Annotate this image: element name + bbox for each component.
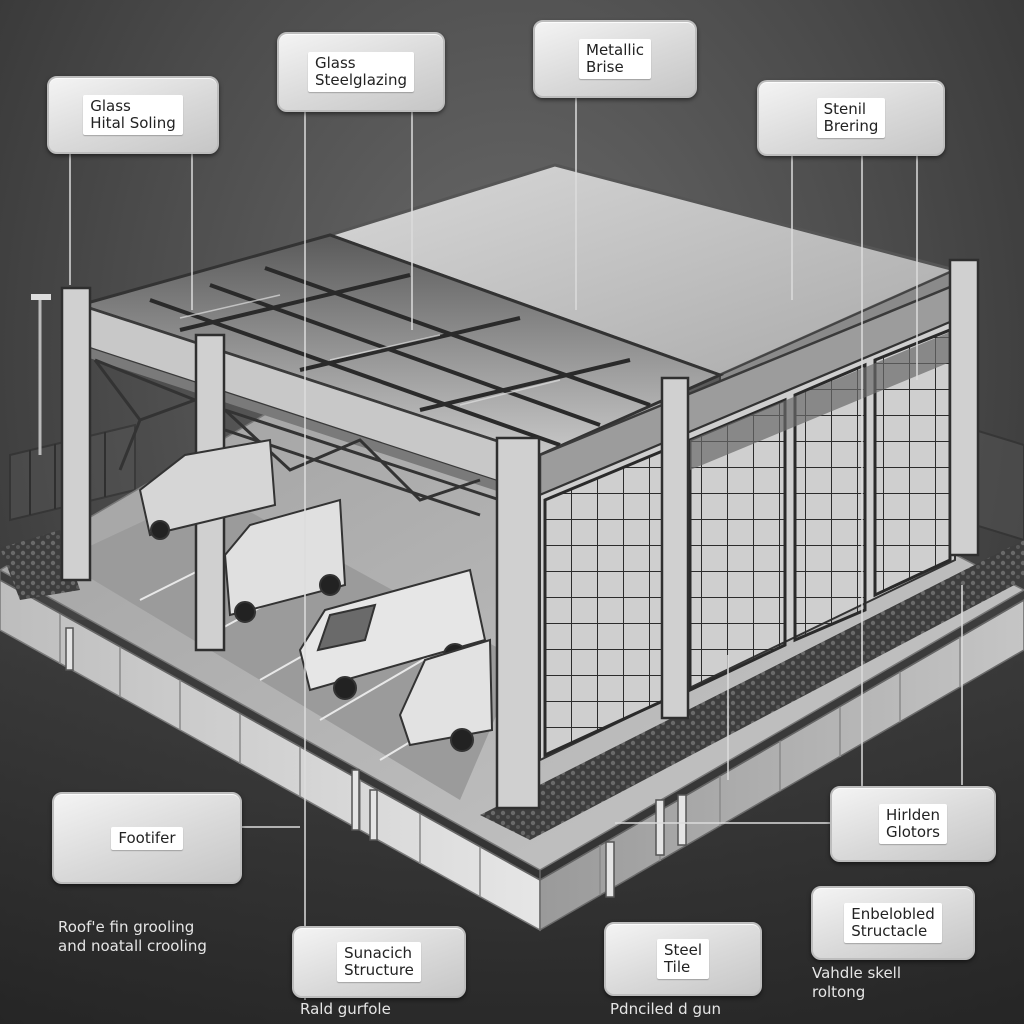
lamp-post [31, 294, 51, 455]
caption-rald-gurfole: Rald gurfole [300, 1000, 391, 1018]
fence-right [974, 428, 1024, 542]
callout-glass-hital-soling: Glass Hital Soling [47, 76, 219, 154]
callout-label: Steel Tile [656, 939, 710, 979]
callout-label: Enbelobled Structacle [844, 903, 942, 943]
callout-label: Stenil Brering [816, 98, 886, 138]
caption-painted-gun: Pdnciled d gun [610, 1000, 721, 1018]
callout-label: Metallic Brise [579, 39, 651, 79]
glass-facade [539, 318, 956, 762]
callout-label: Glass Hital Soling [83, 95, 183, 135]
caption-vahide-skell: Vahdle skell roltong [812, 964, 902, 1001]
hedge-left [0, 530, 80, 600]
callout-label: Glass Steelglazing [308, 52, 414, 92]
callout-label: Sunacich Structure [337, 942, 421, 982]
callout-glass-steel-glazing: Glass Steelglazing [277, 32, 445, 112]
callout-sunacich-structure: Sunacich Structure [292, 926, 466, 998]
callout-stenil-brering: Stenil Brering [757, 80, 945, 156]
caption-roof-grooming: Roof'e fin grooling and noatall crooling [58, 918, 207, 955]
glass-canopy [74, 233, 725, 457]
callout-label: Hirlden Glotors [878, 804, 948, 844]
leader-lines [69, 95, 963, 1000]
callout-steel-tile: Steel Tile [604, 922, 762, 996]
callout-label: Footifer [111, 826, 183, 850]
callout-footifer: Footifer [52, 792, 242, 884]
hedge-front [480, 540, 1024, 840]
van-middle [223, 498, 347, 623]
van-corner [398, 638, 494, 752]
callout-hirlden-glotors: Hirlden Glotors [830, 786, 996, 862]
callout-metallic-brise: Metallic Brise [533, 20, 697, 98]
callout-enbelobled-structacle: Enbelobled Structacle [811, 886, 975, 960]
bollards [65, 627, 687, 898]
van-rear [138, 438, 277, 540]
